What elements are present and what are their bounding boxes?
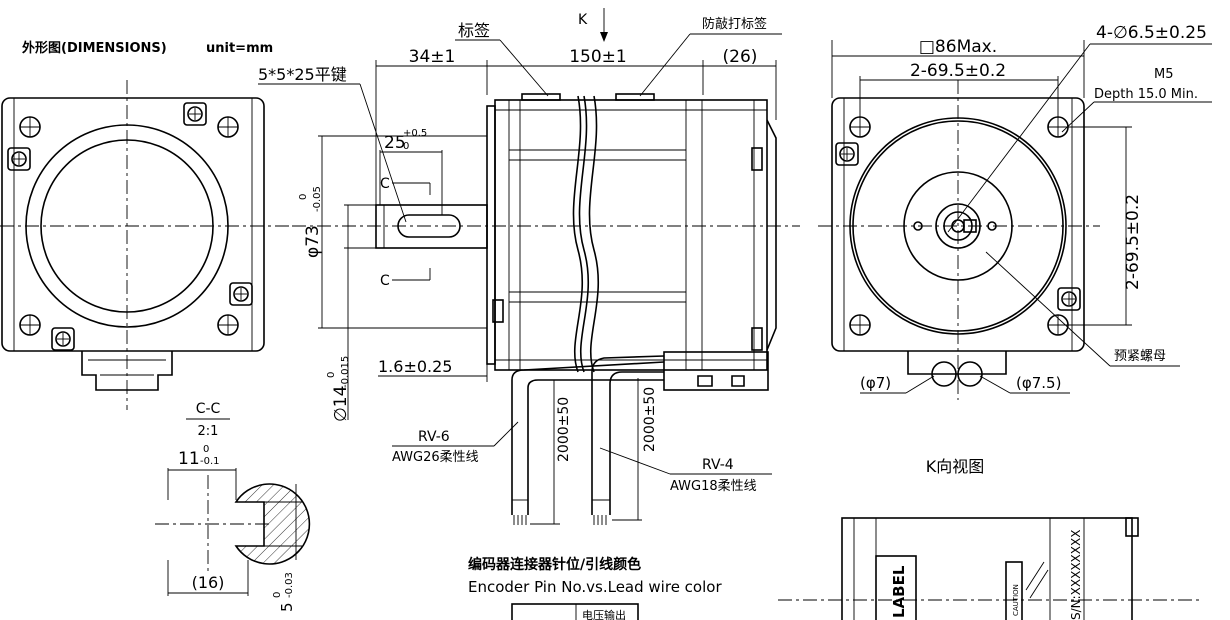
front-view [0, 80, 290, 410]
body-length-dim: 150±1 [569, 47, 627, 67]
depth-label: Depth 15.0 Min. [1094, 87, 1198, 102]
section-title: C-C [196, 401, 221, 417]
holes-dim: 4-∅6.5±0.25 [1096, 23, 1207, 43]
keyway-tol-dn: 0 [403, 141, 409, 152]
cable2-length: 2000±50 [642, 387, 658, 452]
pin-table-title-cn: 编码器连接器针位/引线颜色 [468, 556, 641, 573]
anti-tamper-label: 防敲打标签 [702, 16, 767, 32]
flat-tol-up: 0 [203, 444, 209, 455]
pin-table-header-cell: 电压输出 [582, 608, 626, 620]
k-view-label-text: LABEL [890, 565, 908, 618]
k-view: K向视图 LABEL CAUTION S/N:XXXXXXXX [778, 457, 1200, 620]
gland1-dim: (φ7) [860, 374, 891, 392]
keyway-dim: 25 [384, 133, 406, 153]
nut-label: 预紧螺母 [1114, 349, 1166, 364]
shaft-ext-dim: 34±1 [409, 47, 456, 67]
cable1-length: 2000±50 [556, 397, 572, 462]
cable1-spec: AWG26柔性线 [392, 450, 479, 465]
square-dim: □86Max. [919, 37, 997, 57]
section-dia: (16) [192, 573, 225, 592]
pilot-depth-dim: 1.6±0.25 [378, 357, 452, 376]
pilot-tol-up: 0 [298, 194, 309, 200]
serial-text: S/N:XXXXXXXX [1069, 530, 1083, 620]
key-tol-dn: -0.03 [284, 572, 295, 598]
pin-table-title-en: Encoder Pin No.vs.Lead wire color [468, 578, 722, 596]
rear-dim: (26) [723, 47, 758, 67]
key-tol-up: 0 [272, 592, 283, 598]
gland2-dim: (φ7.5) [1016, 374, 1061, 392]
pitch-h-dim: 2-69.5±0.2 [910, 61, 1006, 81]
flat-dim: 11 [178, 449, 200, 469]
shaft-tol-dn: -0.015 [340, 356, 351, 388]
shaft-dia-dim: ∅14 [331, 386, 351, 422]
cable1-name: RV-6 [418, 429, 450, 445]
section-marker-bottom: C [380, 273, 390, 289]
pilot-tol-dn: -0.05 [312, 186, 323, 212]
thread-label: M5 [1154, 67, 1174, 82]
k-arrow-label: K [578, 12, 588, 28]
key-width: 5 [278, 602, 296, 612]
section-cc: C-C 2:1 11 0 -0.1 (16) 5 0 -0.03 [155, 401, 311, 612]
cable2-name: RV-4 [702, 457, 734, 473]
keyway-tol-up: +0.5 [403, 128, 427, 139]
flat-tol-dn: -0.1 [200, 456, 220, 467]
drawing-title: 外形图(DIMENSIONS) [21, 40, 167, 56]
pitch-v-dim: 2-69.5±0.2 [1123, 194, 1143, 290]
end-view: (φ7) (φ7.5) □86Max. 2-69.5±0.2 2-69.5±0.… [818, 23, 1212, 400]
label-tag: 标签 [458, 21, 490, 40]
pilot-dia-dim: φ73 [303, 225, 323, 258]
key-label: 5*5*25平键 [258, 65, 347, 84]
shaft-tol-up: 0 [326, 372, 337, 378]
section-marker-top: C [380, 176, 390, 192]
cable2-spec: AWG18柔性线 [670, 479, 757, 494]
unit-label: unit=mm [206, 41, 273, 56]
k-view-title: K向视图 [926, 457, 985, 476]
pin-table: 编码器连接器针位/引线颜色 Encoder Pin No.vs.Lead wir… [468, 556, 722, 620]
section-scale: 2:1 [198, 424, 219, 439]
side-view: 34±1 150±1 (26) 5*5*25平键 标签 K 防敲打标签 [258, 8, 800, 525]
